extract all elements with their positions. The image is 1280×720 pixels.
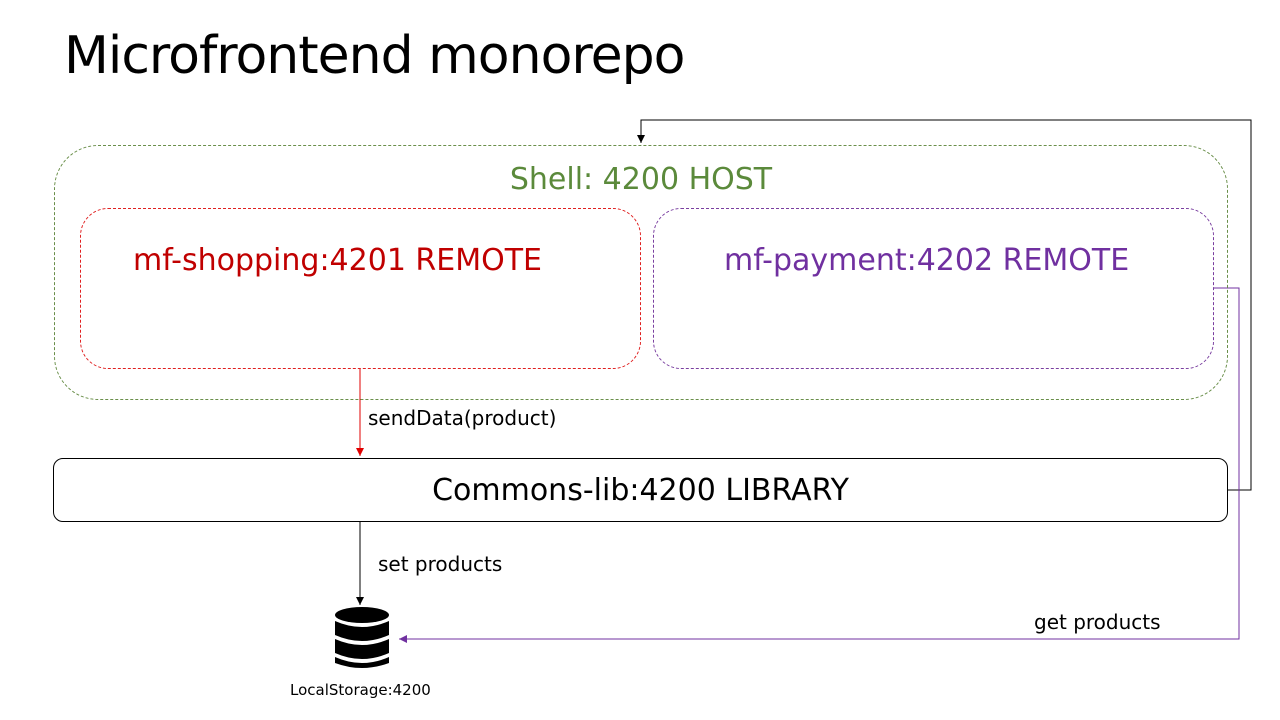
send-data-label: sendData(product) [368, 406, 557, 430]
shell-host-label: Shell: 4200 HOST [509, 162, 773, 197]
get-products-connector [399, 287, 1240, 643]
mf-shopping-remote-box: mf-shopping:4201 REMOTE [80, 208, 641, 369]
mf-shopping-label: mf-shopping:4201 REMOTE [133, 243, 543, 278]
commons-lib-label: Commons-lib:4200 LIBRARY [432, 472, 849, 508]
local-storage-label: LocalStorage:4200 [290, 681, 431, 699]
slide-title: Microfrontend monorepo [64, 26, 685, 86]
shell-host-container: Shell: 4200 HOST [54, 145, 1228, 400]
mf-payment-label: mf-payment:4202 REMOTE [724, 243, 1130, 278]
database-icon [334, 607, 390, 676]
commons-lib-box: Commons-lib:4200 LIBRARY [53, 458, 1228, 522]
get-products-label: get products [1034, 610, 1161, 634]
commons-to-shell-connector [637, 119, 1252, 491]
mf-payment-remote-box: mf-payment:4202 REMOTE [653, 208, 1214, 369]
set-products-label: set products [378, 552, 503, 576]
